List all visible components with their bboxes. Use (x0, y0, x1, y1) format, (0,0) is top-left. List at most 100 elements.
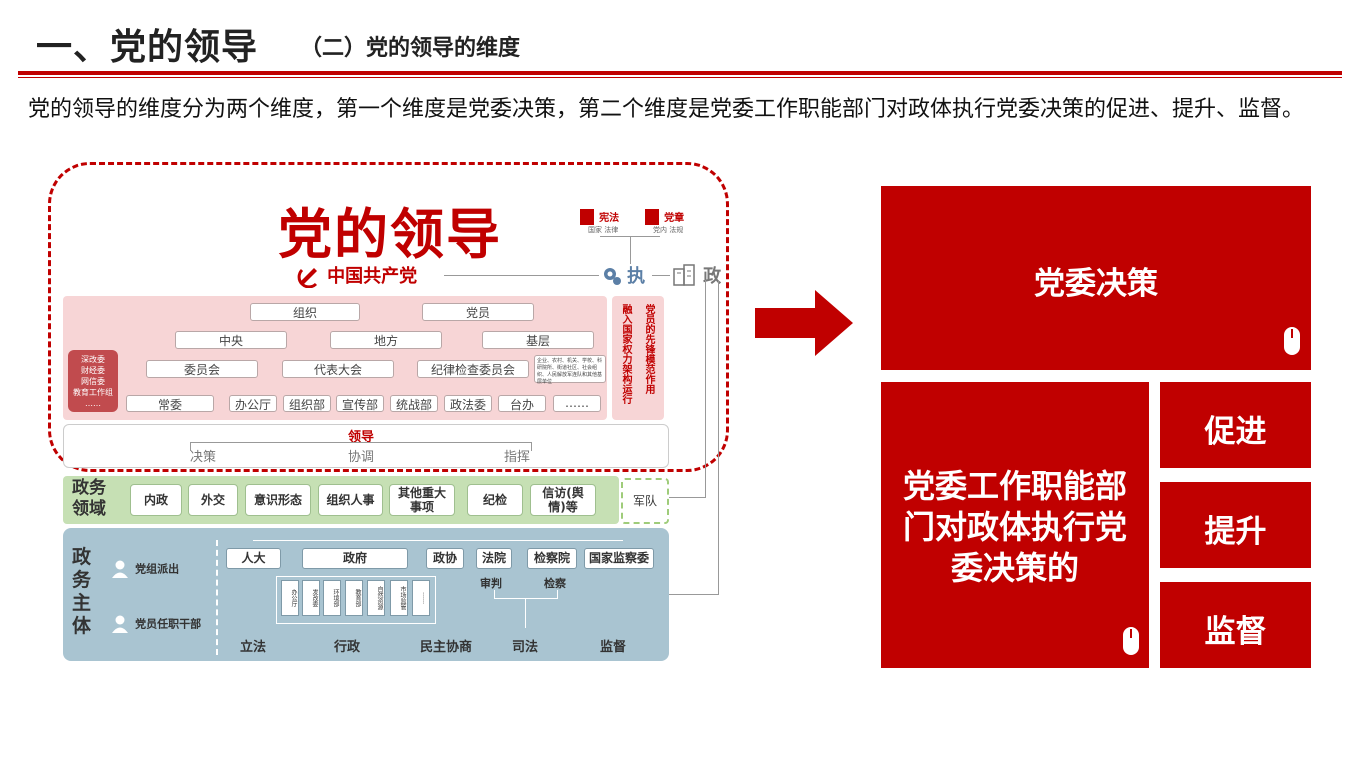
book-icon (580, 208, 594, 225)
org-node: …… (553, 395, 601, 412)
subject-node: 法院 (476, 548, 512, 569)
subject-side-item: 党组派出 (110, 558, 179, 579)
subject-side-item: 党员任职干部 (110, 613, 201, 634)
gov-dept: 发改委 (302, 580, 320, 616)
connector (444, 275, 599, 276)
org-node: 组织部 (283, 395, 331, 412)
law-book-constitution: 宪法 国家 法律 (580, 206, 619, 235)
gov-domain-item: 信访(舆情)等 (530, 484, 596, 516)
page-subtitle: （二）党的领导的维度 (300, 36, 521, 61)
gear-icon (604, 268, 621, 285)
title-divider-thin (18, 77, 1342, 78)
tile-promote[interactable]: 促进 (1160, 382, 1311, 468)
function-label: 监督 (600, 640, 627, 655)
org-node: 基层 (482, 331, 594, 349)
org-node: 代表大会 (282, 360, 394, 378)
gov-domain-item: 意识形态 (245, 484, 311, 516)
person-icon (112, 615, 128, 633)
gov-domain-item: 内政 (130, 484, 182, 516)
tile-label: 提升 (1204, 514, 1267, 550)
leadership-item: 指挥 (504, 450, 531, 465)
building-icon (673, 264, 695, 286)
subject-node: 政府 (302, 548, 408, 569)
ccp-label: 中国共产党 (327, 266, 418, 287)
ccp-label-group: 中国共产党 (296, 262, 418, 289)
function-label: 立法 (240, 640, 267, 655)
mouse-icon (1123, 627, 1139, 655)
title-divider (18, 71, 1342, 75)
org-node: 委员会 (146, 360, 258, 378)
org-node: 统战部 (390, 395, 438, 412)
exec-label-group: 执 (600, 262, 645, 288)
judicial-item: 审判 (480, 577, 502, 590)
connector (669, 497, 705, 498)
gov-domain-item: 其他重大事项 (389, 484, 455, 516)
book-icon (645, 208, 659, 225)
intro-paragraph: 党的领导的维度分为两个维度，第一个维度是党委决策，第二个维度是党委工作职能部门对… (28, 97, 1305, 122)
leadership-item: 协调 (348, 450, 375, 465)
org-node: 组织 (250, 303, 360, 321)
page-title: 一、党的领导 (36, 27, 259, 68)
person-icon (112, 560, 128, 578)
gov-subject-label: 政务主体 (72, 546, 92, 637)
tile-supervise[interactable]: 监督 (1160, 582, 1311, 668)
divider (216, 540, 218, 655)
judicial-bracket (494, 590, 558, 599)
gov-domain-item: 组织人事 (318, 484, 383, 516)
gov-domain-label: 政务领域 (72, 478, 106, 519)
subject-node: 国家监察委 (584, 548, 654, 569)
gov-domain-item: 外交 (188, 484, 238, 516)
gov-domain-item: 纪检 (467, 484, 523, 516)
party-role-panel (612, 296, 664, 420)
tile-label: 监督 (1204, 614, 1267, 650)
leadership-bracket (190, 442, 532, 451)
connector (669, 594, 719, 595)
vertical-text-vanguard: 党员的先锋模范作用 (643, 304, 654, 394)
org-node: 纪律检查委员会 (417, 360, 529, 378)
mouse-icon (1284, 327, 1300, 355)
org-node: 地方 (330, 331, 442, 349)
gov-dept: 环境部 (323, 580, 341, 616)
gov-dept: 办公厅 (281, 580, 299, 616)
connector (525, 598, 526, 628)
gov-dept: …… (412, 580, 430, 616)
org-node: 宣传部 (336, 395, 384, 412)
org-node: 常委 (126, 395, 214, 412)
gov-dept: 自然资源 (367, 580, 385, 616)
law-book-party-charter: 党章 党内 法规 (645, 206, 684, 235)
org-node: 办公厅 (229, 395, 277, 412)
arrow-right-icon (755, 290, 853, 356)
org-node: 台办 (498, 395, 546, 412)
gov-dept: 市场监管 (390, 580, 408, 616)
org-node: 党员 (422, 303, 534, 321)
tile-party-decision[interactable]: 党委决策 (881, 186, 1311, 370)
party-emblem-icon (297, 268, 318, 289)
connector (630, 236, 631, 264)
exec-label: 执 (627, 266, 646, 287)
subject-node: 政协 (426, 548, 464, 569)
gov-label-group: 政 (672, 262, 721, 288)
connector (705, 280, 706, 498)
tile-improve[interactable]: 提升 (1160, 482, 1311, 568)
function-label: 行政 (334, 640, 361, 655)
gov-dept: 教育部 (345, 580, 363, 616)
vertical-text-integration: 融入国家权力架构运行 (620, 304, 631, 404)
subject-node: 人大 (226, 548, 281, 569)
leadership-item: 决策 (190, 450, 217, 465)
gov-label: 政 (703, 266, 722, 287)
connector (718, 280, 719, 595)
party-leadership-frame (48, 162, 729, 472)
connector (253, 540, 623, 541)
function-label: 民主协商 (420, 640, 473, 655)
connector (652, 275, 670, 276)
diagram-title: 党的领导 (278, 203, 502, 266)
tile-label: 党委工作职能部门对政体执行党委决策的 (902, 467, 1127, 587)
leadership-box (63, 424, 669, 468)
judicial-item: 检察 (544, 577, 566, 590)
gov-dept-group (276, 576, 436, 624)
org-node: 中央 (175, 331, 287, 349)
tile-label: 促进 (1204, 414, 1267, 450)
tile-functional-departments[interactable]: 党委工作职能部门对政体执行党委决策的 (881, 382, 1149, 668)
tile-label: 党委决策 (1034, 266, 1158, 302)
org-node: 政法委 (444, 395, 492, 412)
